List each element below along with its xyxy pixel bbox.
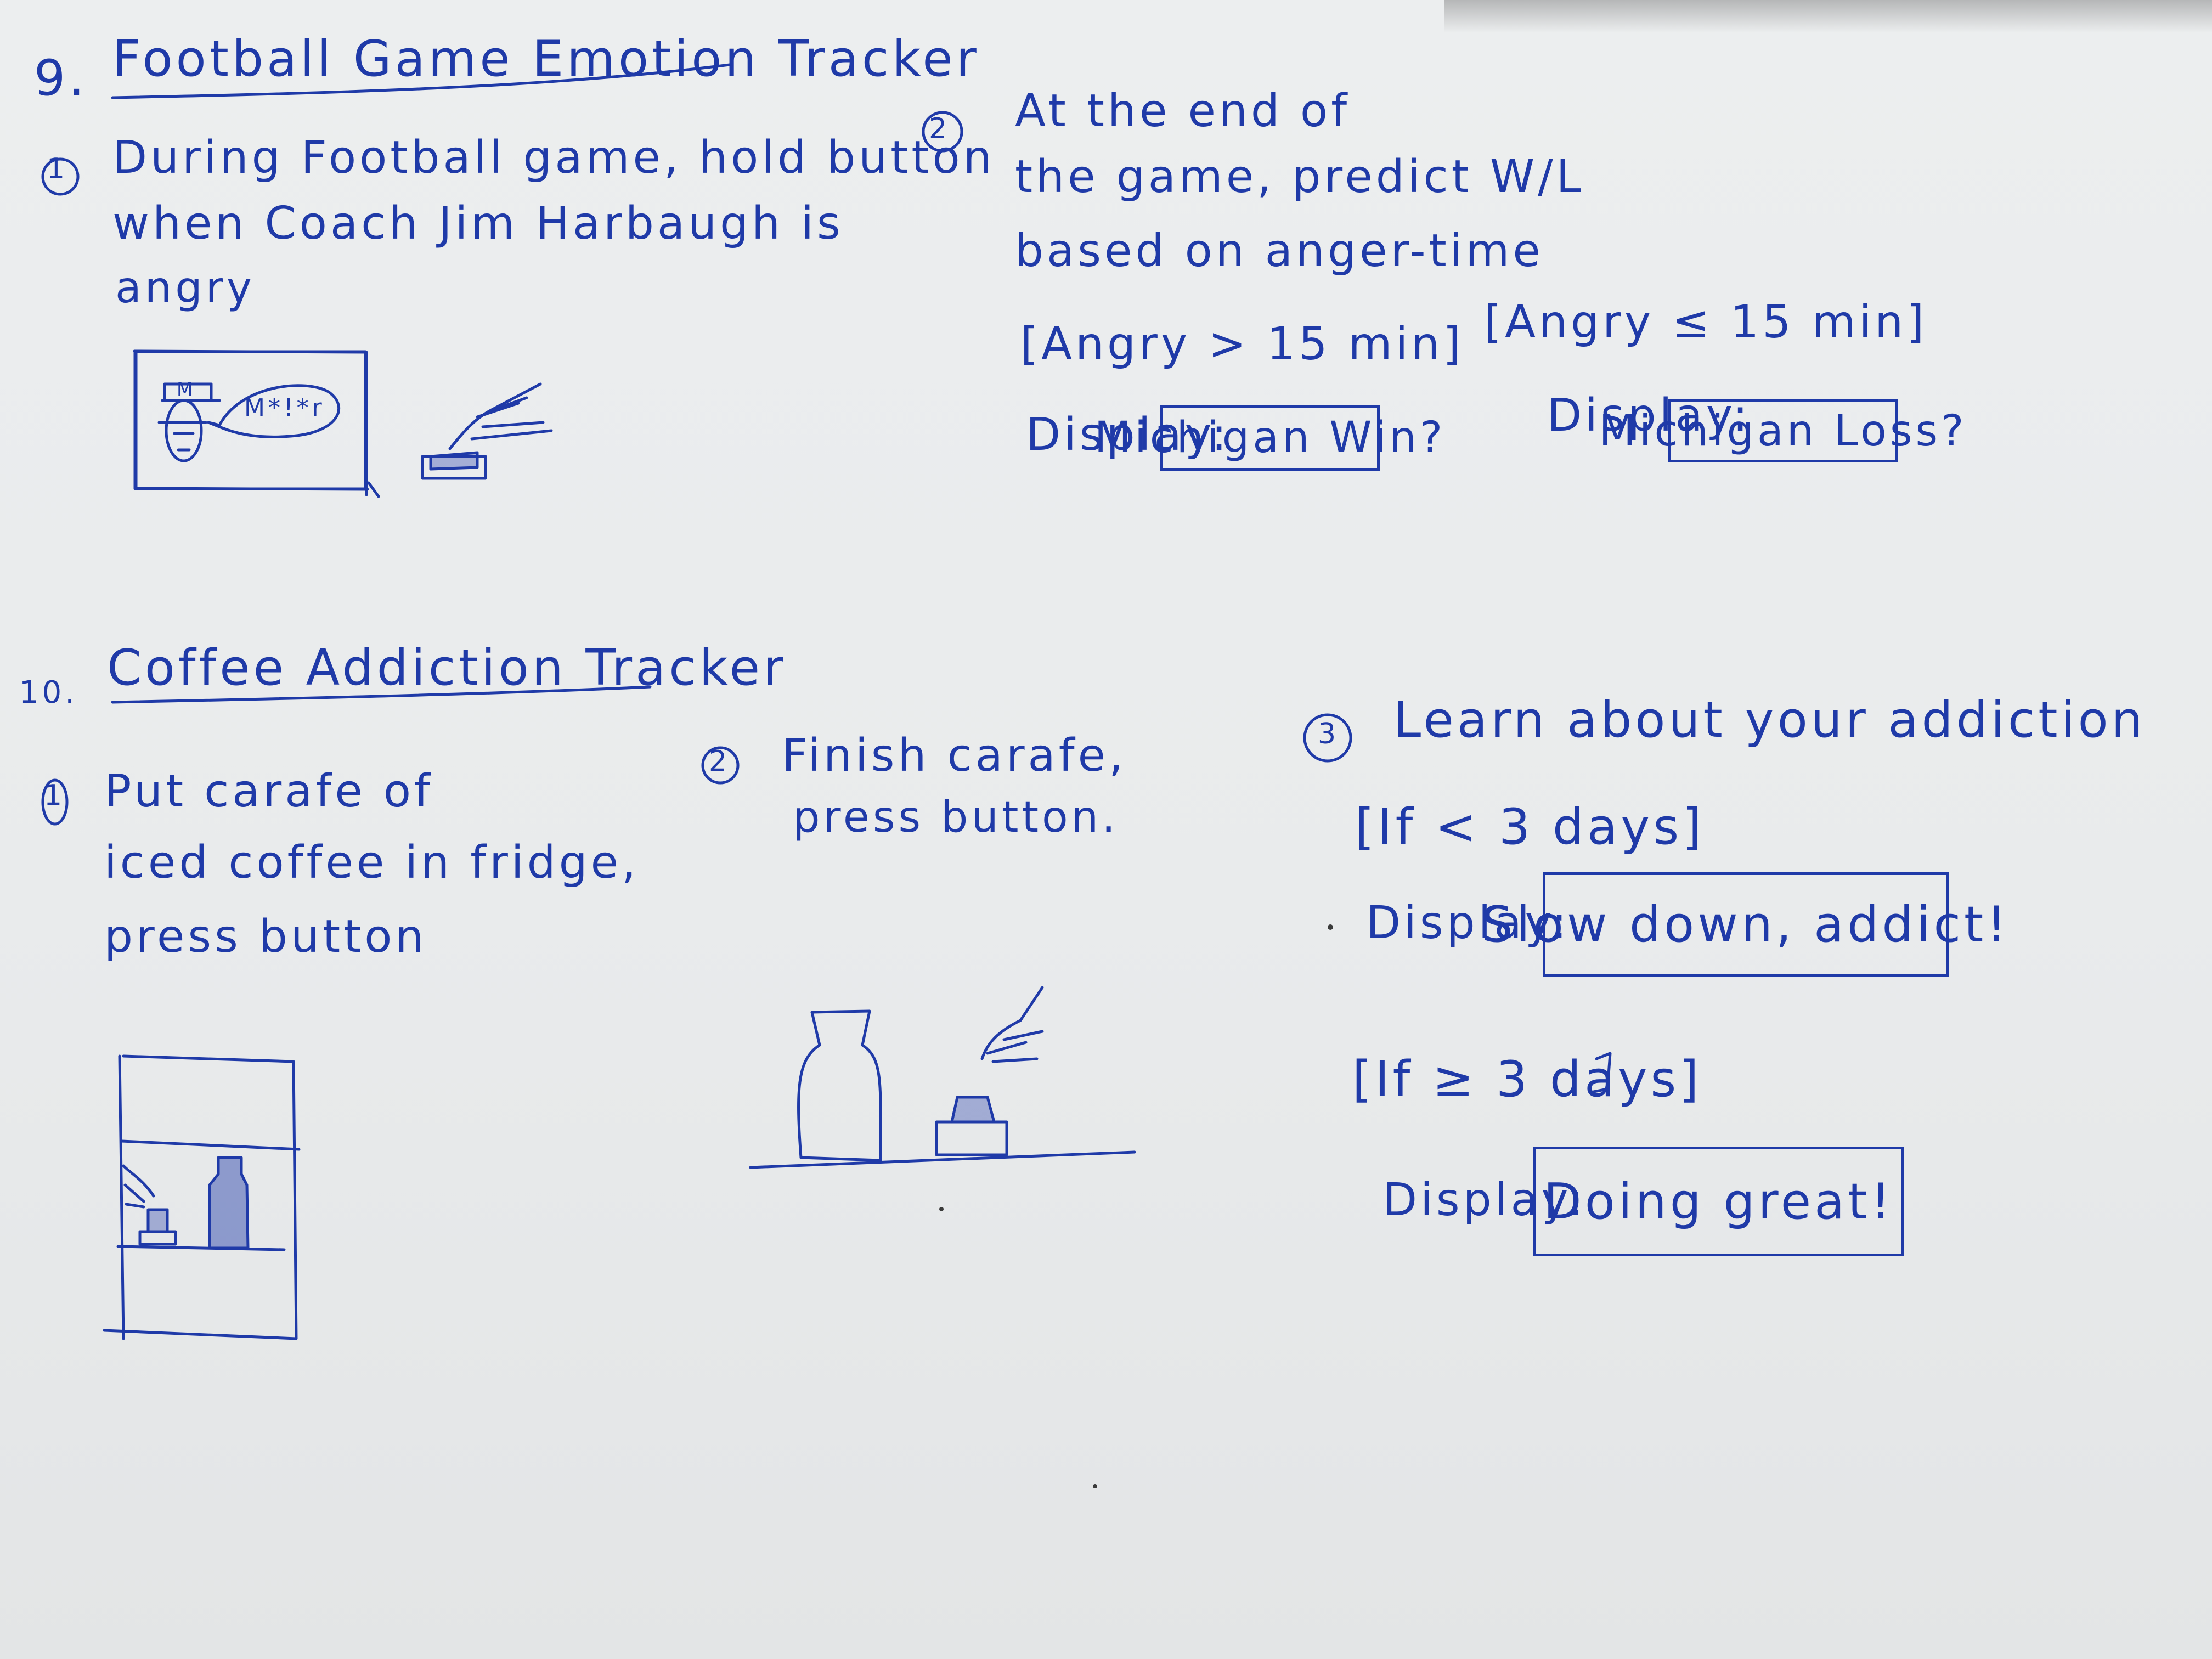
paper-speck bbox=[1093, 1484, 1097, 1488]
section9-title: Football Game Emotion Tracker bbox=[112, 30, 980, 88]
speech-text: M*!*r bbox=[244, 394, 325, 422]
section10-step2-line2: press button. bbox=[793, 793, 1119, 842]
section10-step2-line1: Finish carafe, bbox=[782, 730, 1127, 782]
display-text-doing-great: Doing great! bbox=[1543, 1172, 1894, 1231]
section10-number: 10. bbox=[19, 675, 78, 710]
section10-step1-line2: iced coffee in fridge, bbox=[104, 837, 640, 889]
hand-button-sketch bbox=[421, 382, 553, 480]
speech-bubble-sketch bbox=[207, 384, 341, 438]
section9-condition-b: [Angry ≤ 15 min] bbox=[1484, 296, 1928, 348]
bracket-mark bbox=[1592, 1052, 1612, 1093]
display-box-michigan-win: Michigan Win? bbox=[1094, 405, 1442, 471]
section9-step2-circle bbox=[922, 111, 963, 153]
section9-display-a-label: Display: bbox=[1026, 409, 1230, 461]
section10-step3-line1: Learn about your addiction bbox=[1393, 691, 2146, 749]
display-box-doing-great: Doing great! bbox=[1533, 1147, 1904, 1256]
section9-step1-line3: angry bbox=[115, 263, 255, 313]
section9-step1-line1: During Football game, hold button bbox=[112, 132, 995, 184]
section9-number: 9. bbox=[34, 49, 88, 107]
section10-title: Coffee Addiction Tracker bbox=[107, 639, 787, 697]
section9-step2-marker: 2 bbox=[929, 112, 951, 145]
section10-step3-marker: 3 bbox=[1318, 718, 1340, 751]
section9-step1-line2: when Coach Jim Harbaugh is bbox=[112, 198, 844, 250]
display-box-michigan-loss: Michigan Loss? bbox=[1599, 399, 1964, 462]
section9-condition-a: [Angry > 15 min] bbox=[1020, 318, 1464, 370]
section9-step1-circle bbox=[41, 157, 80, 196]
section10-display-b-label: Display: bbox=[1383, 1174, 1587, 1226]
paper-shadow bbox=[1444, 0, 2212, 33]
tv-sketch bbox=[133, 349, 380, 498]
section9-title-underline bbox=[111, 63, 731, 99]
section10-display-a-label: Display: bbox=[1366, 897, 1570, 949]
section10-condition-a: [If < 3 days] bbox=[1355, 798, 1705, 856]
section10-step2-circle bbox=[701, 746, 740, 785]
section10-condition-b: [If ≥ 3 days] bbox=[1352, 1051, 1702, 1108]
section9-step2-line1: At the end of bbox=[1015, 85, 1351, 137]
section10-title-underline bbox=[111, 685, 652, 704]
section10-step1-circle bbox=[41, 778, 69, 826]
section10-step1-line3: press button bbox=[104, 911, 427, 963]
paper-speck bbox=[939, 1207, 944, 1211]
section9-display-b-label: Display: bbox=[1547, 390, 1751, 442]
coach-head-sketch bbox=[157, 382, 221, 462]
section10-step3-circle bbox=[1303, 713, 1352, 763]
section10-step1-line1: Put carafe of bbox=[104, 765, 433, 817]
carafe-button-sketch bbox=[749, 986, 1136, 1169]
section9-step2-line2: the game, predict W/L bbox=[1015, 151, 1585, 203]
cap-letter: M bbox=[177, 379, 196, 400]
display-text-slow-down: Slow down, addict! bbox=[1481, 895, 2010, 953]
display-box-slow-down: Slow down, addict! bbox=[1482, 872, 2006, 977]
paper-speck bbox=[1328, 924, 1333, 930]
display-text-michigan-win: Michigan Win? bbox=[1094, 413, 1446, 462]
display-text-michigan-loss: Michigan Loss? bbox=[1599, 406, 1967, 456]
fridge-sketch bbox=[103, 1054, 301, 1340]
section9-step2-line3: based on anger-time bbox=[1015, 225, 1544, 277]
